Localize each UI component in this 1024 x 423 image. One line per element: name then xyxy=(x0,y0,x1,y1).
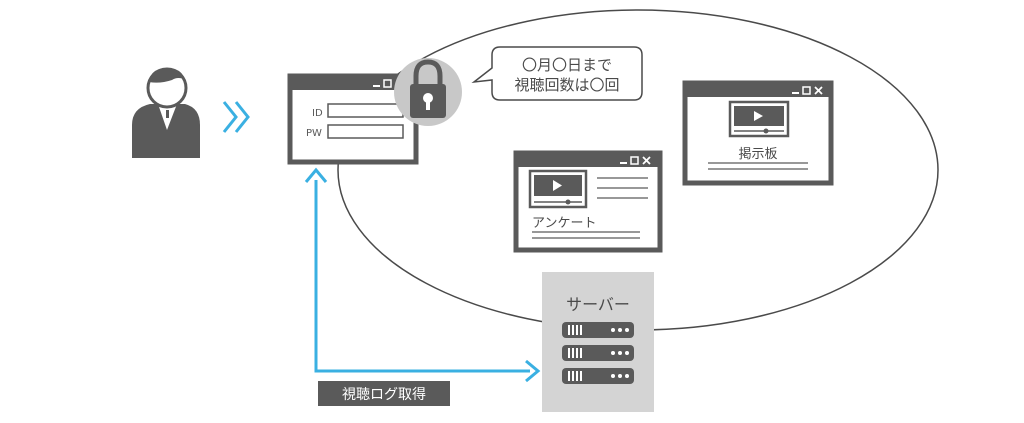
speech-bubble: 〇月〇日まで 視聴回数は〇回 xyxy=(471,46,643,101)
minimize-icon[interactable] xyxy=(792,92,799,94)
server-rack-icon xyxy=(562,322,634,384)
survey-label: アンケート xyxy=(532,216,596,231)
lock-icon xyxy=(394,58,462,126)
login-window: ID PW xyxy=(287,73,419,165)
server-box: サーバー xyxy=(542,272,654,412)
close-icon[interactable] xyxy=(814,86,823,95)
maximize-icon[interactable] xyxy=(802,86,811,95)
text-lines xyxy=(597,177,648,199)
board-window: 掲示板 xyxy=(682,80,834,186)
play-icon xyxy=(553,180,562,191)
log-arrow xyxy=(304,167,541,383)
close-icon[interactable] xyxy=(642,156,651,165)
maximize-icon[interactable] xyxy=(383,79,392,88)
double-chevron-right-icon xyxy=(222,101,250,133)
id-input[interactable] xyxy=(327,103,404,118)
log-tag-label: 視聴ログ取得 xyxy=(342,386,426,403)
video-thumbnail[interactable] xyxy=(728,100,790,138)
id-label: ID xyxy=(312,108,323,119)
minimize-icon[interactable] xyxy=(373,85,380,87)
speech-line-1: 〇月〇日まで xyxy=(522,56,612,74)
log-tag: 視聴ログ取得 xyxy=(318,381,450,406)
board-label: 掲示板 xyxy=(738,146,777,162)
video-thumbnail[interactable] xyxy=(528,169,588,209)
pw-input[interactable] xyxy=(327,124,404,139)
maximize-icon[interactable] xyxy=(630,156,639,165)
speech-line-2: 視聴回数は〇回 xyxy=(514,76,619,94)
pw-label: PW xyxy=(306,128,322,139)
minimize-icon[interactable] xyxy=(620,162,627,164)
server-label: サーバー xyxy=(566,295,630,314)
person-icon xyxy=(132,67,200,158)
survey-window: アンケート xyxy=(513,150,663,253)
play-icon xyxy=(754,111,763,121)
